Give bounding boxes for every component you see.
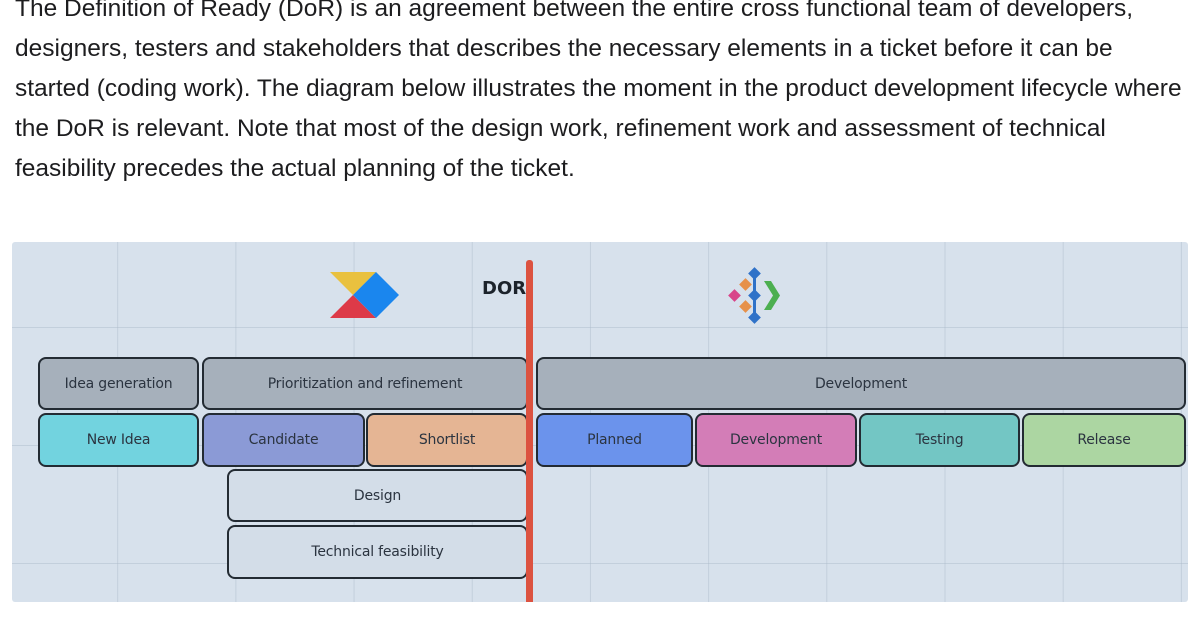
phase-idea-generation: Idea generation	[38, 357, 199, 410]
stage-label: Shortlist	[418, 432, 476, 448]
track-technical-feasibility: Technical feasibility	[227, 525, 528, 579]
track-label: Design	[353, 487, 402, 504]
phase-label: Development	[814, 375, 908, 392]
stage-development: Development	[695, 413, 857, 467]
stage-planned: Planned	[536, 413, 693, 467]
stage-label: Testing	[915, 432, 964, 448]
stage-label: Development	[729, 432, 823, 448]
tangram-chevron-logo-icon	[330, 272, 399, 318]
stage-label: Release	[1077, 432, 1131, 448]
phase-prioritization-refinement: Prioritization and refinement	[202, 357, 528, 410]
stage-label: Candidate	[248, 432, 319, 448]
intro-paragraph: The Definition of Ready (DoR) is an agre…	[15, 0, 1182, 182]
stage-candidate: Candidate	[202, 413, 365, 467]
stage-label: New Idea	[86, 432, 151, 448]
diamond-flow-logo-icon	[728, 267, 780, 324]
stage-label: Planned	[587, 432, 642, 448]
stage-new-idea: New Idea	[38, 413, 199, 467]
stage-shortlist: Shortlist	[366, 413, 528, 467]
phase-development: Development	[536, 357, 1186, 410]
track-design: Design	[227, 469, 528, 522]
stage-testing: Testing	[859, 413, 1020, 467]
dor-label: DOR	[482, 278, 527, 299]
phase-label: Prioritization and refinement	[267, 375, 463, 392]
track-label: Technical feasibility	[311, 544, 444, 560]
stage-release: Release	[1022, 413, 1186, 467]
dor-marker-line	[526, 260, 533, 602]
phase-label: Idea generation	[64, 375, 173, 392]
